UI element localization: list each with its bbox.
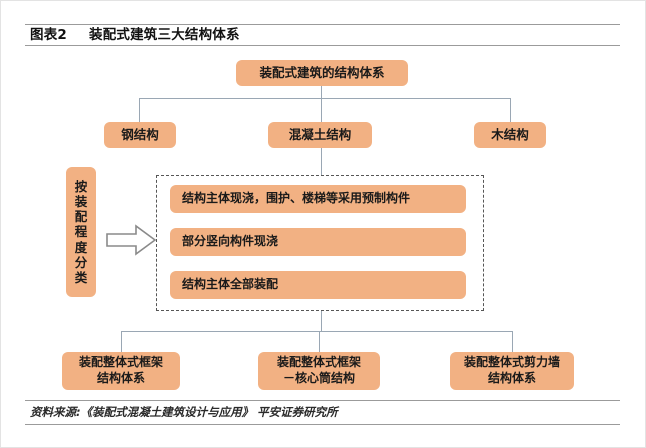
figure-title-text: 装配式建筑三大结构体系: [89, 27, 240, 43]
source-note: 资料来源:《装配式混凝土建筑设计与应用》 平安证券研究所: [30, 405, 338, 419]
node-steel-structure[interactable]: 钢结构: [104, 122, 176, 148]
classify-char-2: 装: [74, 193, 88, 209]
system-1-line-2: 结构体系: [96, 371, 145, 385]
connector-level2-bus: [121, 331, 512, 333]
connector-drop-system-2: [319, 331, 321, 352]
classify-char-7: 类: [74, 270, 88, 286]
system-3-line-1: 装配整体式剪力墙: [463, 355, 560, 370]
node-assembly-degree-1[interactable]: 结构主体现浇，围护、楼梯等采用预制构件: [170, 185, 466, 213]
connector-drop-steel: [139, 98, 141, 122]
classify-char-6: 分: [74, 254, 88, 270]
connector-drop-system-3: [512, 331, 514, 352]
classify-char-1: 按: [74, 178, 88, 194]
assembly-degree-group: [156, 175, 484, 311]
connector-root-stem: [321, 86, 323, 98]
connector-level1-bus: [139, 98, 511, 100]
node-wood-structure[interactable]: 木结构: [474, 122, 546, 148]
system-1-line-1: 装配整体式框架: [78, 355, 163, 370]
connector-concrete-to-group: [321, 148, 323, 176]
classify-char-3: 配: [74, 209, 88, 225]
page-title: 图表2 装配式建筑三大结构体系: [30, 26, 240, 45]
title-rule-top: [25, 24, 620, 25]
classify-char-5: 度: [74, 239, 88, 255]
source-rule-bottom: [25, 424, 620, 425]
system-2-line-1: 装配整体式框架: [276, 355, 361, 370]
title-rule-bottom: [25, 45, 620, 46]
source-rule-top: [25, 400, 620, 401]
system-3-line-2: 结构体系: [487, 371, 536, 385]
right-block-arrow-icon: [106, 224, 156, 256]
node-assembly-degree-2[interactable]: 部分竖向构件现浇: [170, 228, 466, 256]
node-system-frame-core-tube[interactable]: 装配整体式框架 －核心筒结构: [258, 352, 380, 390]
node-system-frame[interactable]: 装配整体式框架 结构体系: [62, 352, 180, 390]
node-system-shear-wall[interactable]: 装配整体式剪力墙 结构体系: [450, 352, 574, 390]
node-root-structure-system[interactable]: 装配式建筑的结构体系: [236, 60, 408, 86]
classify-char-4: 程: [74, 224, 88, 240]
figure-number: 图表2: [30, 27, 67, 43]
node-classification-axis[interactable]: 按 装 配 程 度 分 类: [66, 167, 96, 297]
node-assembly-degree-3[interactable]: 结构主体全部装配: [170, 271, 466, 299]
connector-drop-wood: [510, 98, 512, 122]
connector-drop-concrete: [321, 98, 323, 122]
connector-drop-system-1: [121, 331, 123, 352]
connector-group-to-bus: [321, 311, 323, 331]
node-concrete-structure[interactable]: 混凝土结构: [268, 122, 372, 148]
system-2-line-2: －核心筒结构: [282, 371, 355, 385]
